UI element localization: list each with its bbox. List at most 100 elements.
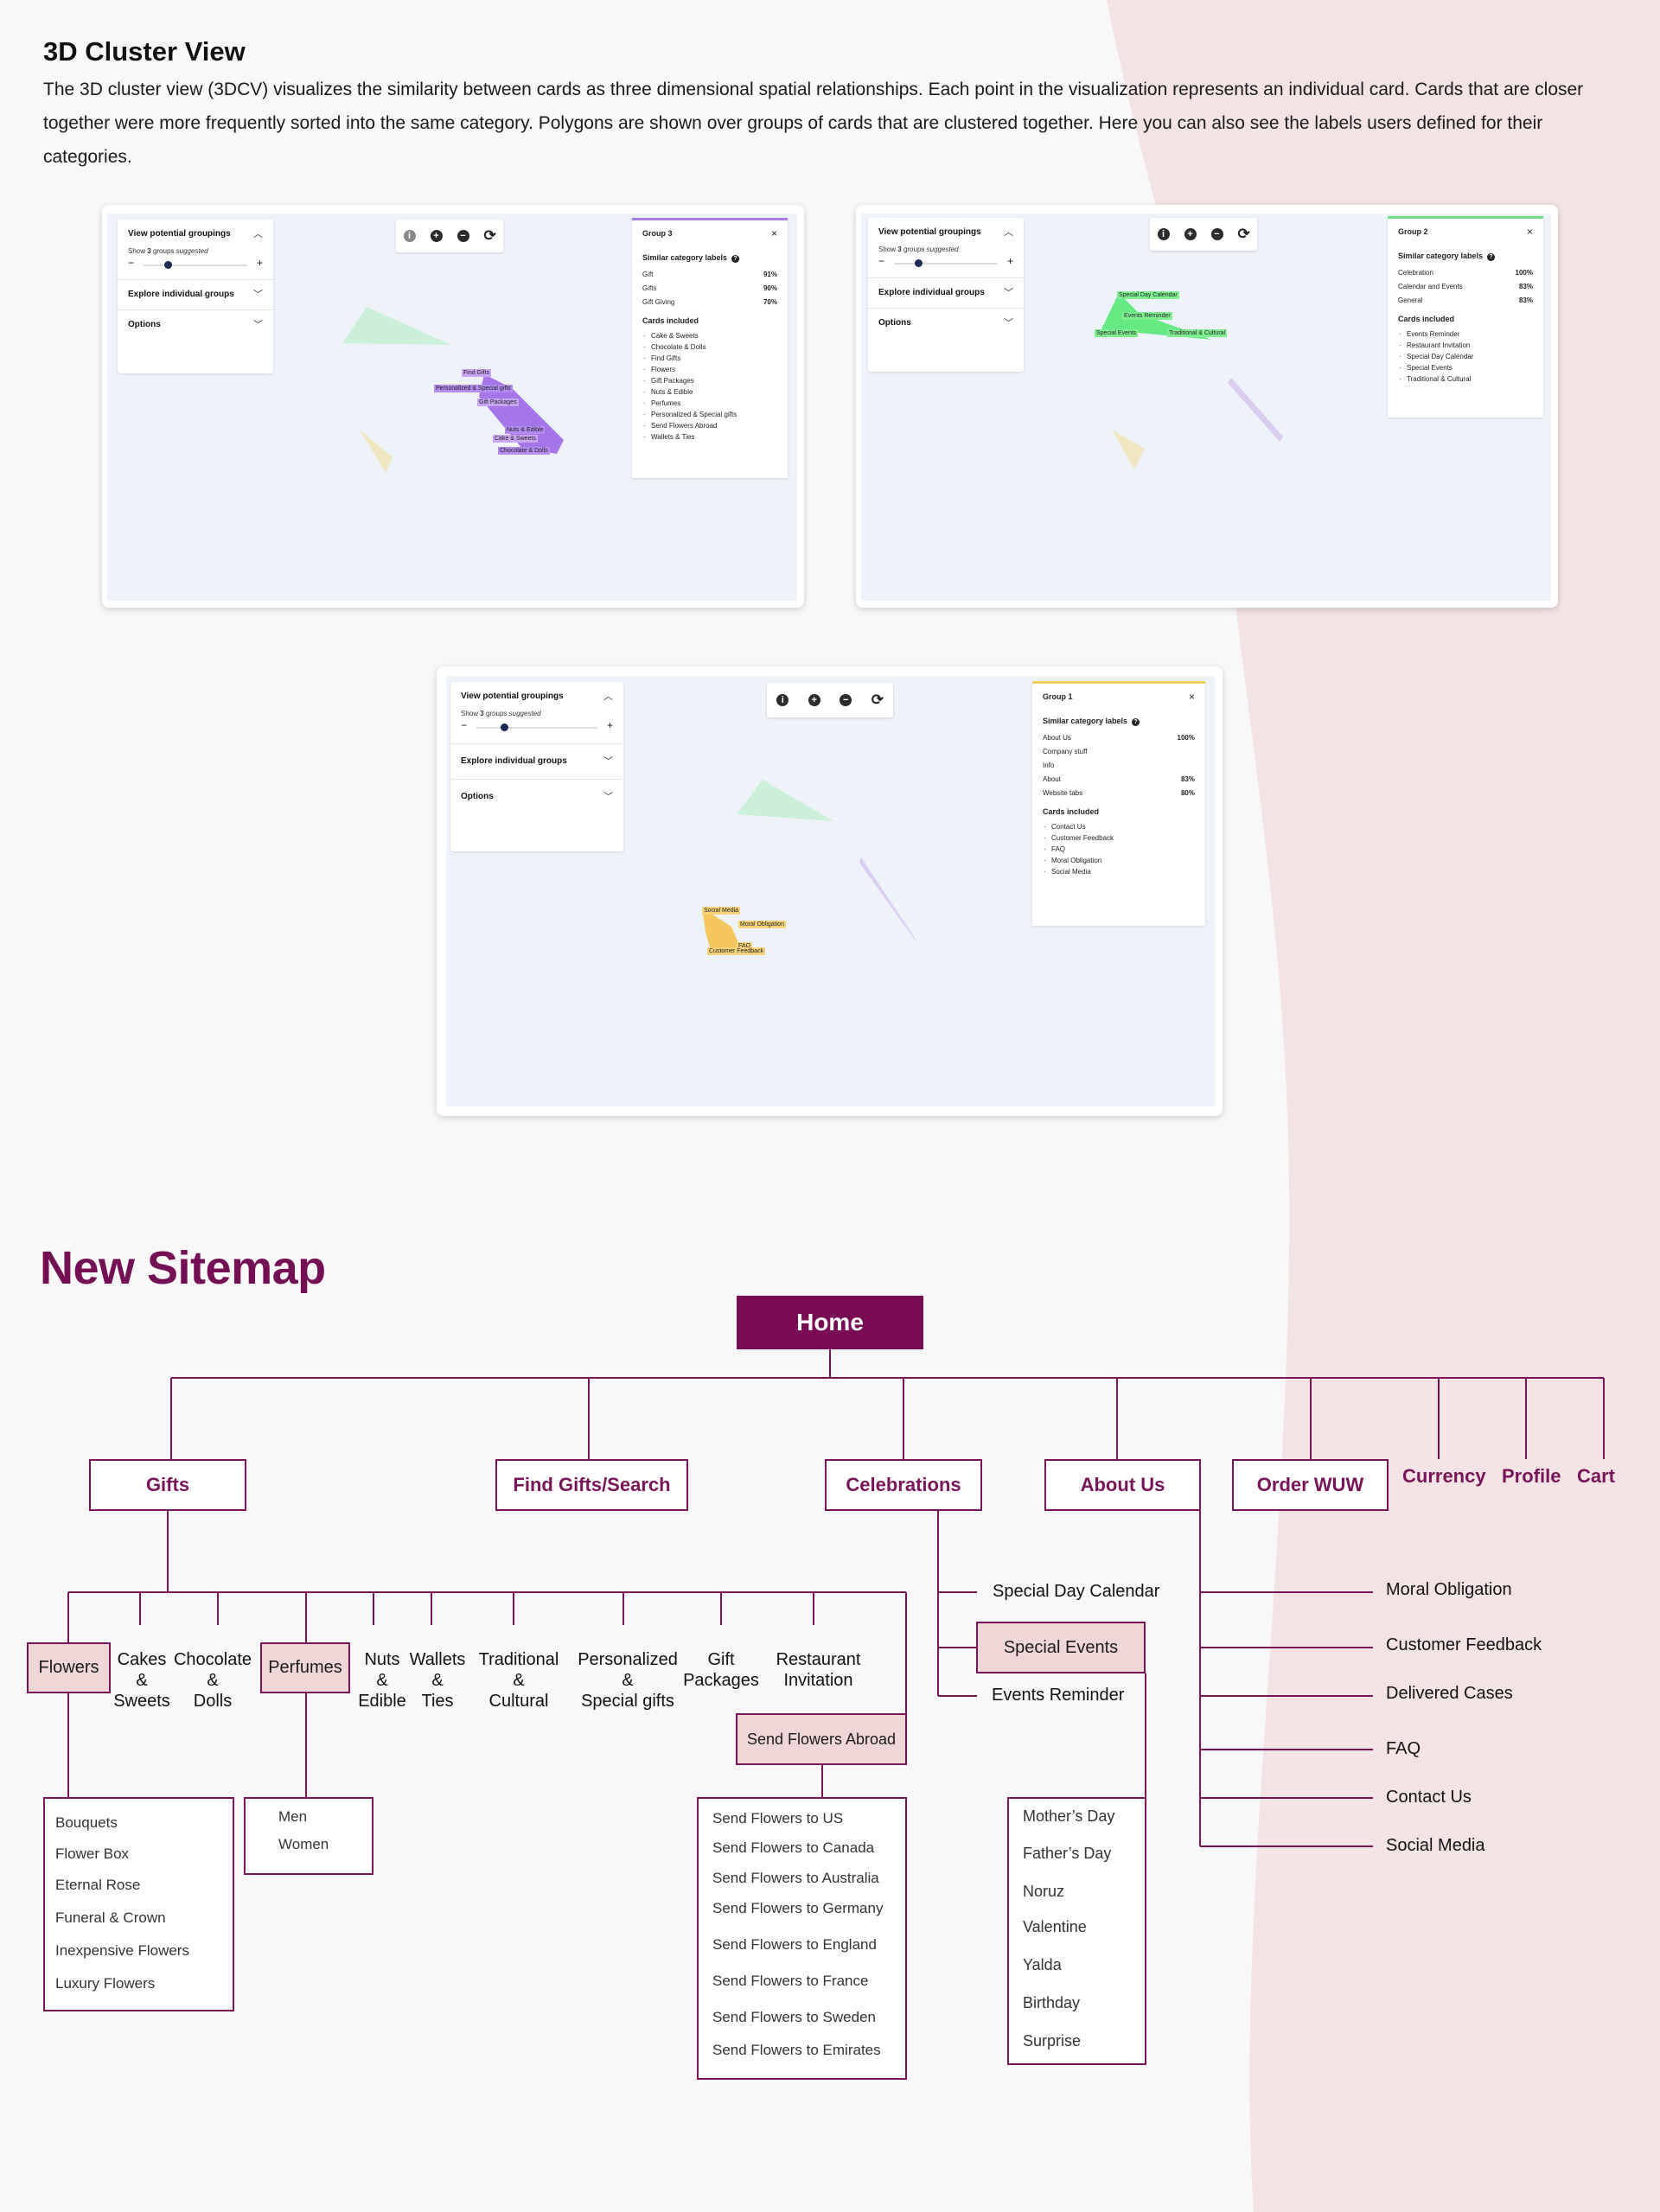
options-header[interactable]: Options	[461, 792, 494, 801]
info-icon[interactable]: i	[776, 694, 789, 706]
view-groupings-header[interactable]: View potential groupings	[128, 229, 231, 239]
list-item[interactable]: Inexpensive Flowers	[55, 1942, 189, 1959]
node-special-day-calendar[interactable]: Special Day Calendar	[993, 1582, 1160, 1601]
list-item[interactable]: Send Flowers to Emirates	[712, 2042, 881, 2058]
explore-groups-header[interactable]: Explore individual groups	[128, 290, 234, 299]
list-item[interactable]: Flower Box	[55, 1845, 130, 1862]
close-icon[interactable]: ×	[770, 227, 777, 239]
options-header[interactable]: Options	[128, 320, 161, 329]
refresh-icon[interactable]: ⟳	[1237, 226, 1250, 242]
link-currency[interactable]: Currency	[1402, 1465, 1486, 1487]
list-item[interactable]: Send Flowers to Germany	[712, 1900, 884, 1916]
plus-icon[interactable]: +	[1006, 255, 1013, 267]
chevron-up-icon[interactable]: ︿	[603, 692, 613, 702]
node-personalized-special[interactable]: Personalized & Special gifts	[578, 1650, 678, 1711]
minus-icon[interactable]: −	[878, 255, 885, 267]
node-send-flowers-abroad[interactable]: Send Flowers Abroad	[736, 1713, 907, 1765]
close-icon[interactable]: ×	[1526, 226, 1533, 238]
list-item[interactable]: Noruz	[1023, 1883, 1065, 1900]
list-item[interactable]: Bouquets	[55, 1814, 118, 1831]
list-item[interactable]: Eternal Rose	[55, 1877, 141, 1893]
zoom-in-icon[interactable]: +	[1184, 228, 1197, 240]
chevron-down-icon[interactable]: ﹀	[253, 320, 263, 330]
node-celebrations[interactable]: Celebrations	[825, 1459, 982, 1511]
node-gifts[interactable]: Gifts	[89, 1459, 246, 1511]
node-moral-obligation[interactable]: Moral Obligation	[1386, 1580, 1512, 1599]
list-item[interactable]: Yalda	[1023, 1956, 1062, 1973]
slider-knob[interactable]	[164, 261, 172, 269]
chevron-down-icon[interactable]: ﹀	[1004, 288, 1013, 298]
list-item[interactable]: Men	[278, 1808, 308, 1825]
node-customer-feedback[interactable]: Customer Feedback	[1386, 1635, 1542, 1654]
node-social-media[interactable]: Social Media	[1386, 1836, 1485, 1855]
link-profile[interactable]: Profile	[1502, 1465, 1561, 1487]
chevron-down-icon[interactable]: ﹀	[603, 756, 613, 767]
node-find-gifts-search[interactable]: Find Gifts/Search	[495, 1459, 688, 1511]
node-order-wuw[interactable]: Order WUW	[1232, 1459, 1389, 1511]
chevron-down-icon[interactable]: ﹀	[253, 290, 263, 300]
node-faq[interactable]: FAQ	[1386, 1739, 1421, 1758]
node-chocolate-dolls[interactable]: Chocolate & Dolls	[173, 1650, 252, 1711]
slider-knob[interactable]	[915, 259, 923, 267]
view-groupings-header[interactable]: View potential groupings	[461, 692, 564, 701]
node-gift-packages[interactable]: Gift Packages	[683, 1650, 759, 1690]
list-item[interactable]: Valentine	[1023, 1918, 1087, 1935]
zoom-in-icon[interactable]: +	[430, 230, 443, 242]
groups-slider[interactable]: − +	[461, 717, 613, 736]
groups-slider[interactable]: − +	[878, 253, 1013, 272]
groups-slider[interactable]: − +	[128, 255, 263, 274]
minus-icon[interactable]: −	[461, 719, 468, 731]
zoom-out-icon[interactable]: −	[1210, 228, 1223, 240]
node-perfumes[interactable]: Perfumes	[260, 1642, 350, 1693]
list-item[interactable]: Birthday	[1023, 1994, 1081, 2011]
node-nuts-edible[interactable]: Nuts & Edible	[358, 1650, 406, 1711]
refresh-icon[interactable]: ⟳	[871, 692, 884, 708]
plus-icon[interactable]: +	[606, 719, 613, 731]
list-item[interactable]: Surprise	[1023, 2032, 1082, 2049]
node-special-events[interactable]: Special Events	[976, 1622, 1146, 1673]
close-icon[interactable]: ×	[1188, 691, 1195, 703]
list-item[interactable]: Send Flowers to Sweden	[712, 2009, 876, 2025]
list-item[interactable]: Women	[278, 1836, 329, 1852]
plus-icon[interactable]: +	[256, 257, 263, 269]
explore-groups-header[interactable]: Explore individual groups	[878, 288, 985, 297]
help-icon[interactable]: ?	[731, 255, 740, 263]
chevron-up-icon[interactable]: ︿	[1004, 227, 1013, 238]
node-cakes-sweets[interactable]: Cakes & Sweets	[113, 1650, 170, 1711]
options-header[interactable]: Options	[878, 318, 911, 328]
node-flowers[interactable]: Flowers	[27, 1642, 111, 1693]
home-node[interactable]: Home	[737, 1296, 923, 1349]
minus-icon[interactable]: −	[128, 257, 135, 269]
list-item[interactable]: Mother’s Day	[1023, 1807, 1115, 1825]
list-item[interactable]: Funeral & Crown	[55, 1909, 166, 1926]
zoom-out-icon[interactable]: −	[456, 230, 469, 242]
list-item[interactable]: Send Flowers to France	[712, 1973, 869, 1989]
list-item[interactable]: Send Flowers to Australia	[712, 1870, 879, 1886]
slider-knob[interactable]	[501, 724, 508, 731]
list-item[interactable]: Send Flowers to England	[712, 1936, 877, 1953]
info-icon[interactable]: i	[403, 230, 416, 242]
chevron-up-icon[interactable]: ︿	[253, 229, 263, 239]
node-traditional-cultural[interactable]: Traditional & Cultural	[478, 1650, 559, 1711]
info-icon[interactable]: i	[1157, 228, 1170, 240]
list-item[interactable]: Send Flowers to Canada	[712, 1839, 875, 1856]
explore-groups-header[interactable]: Explore individual groups	[461, 756, 567, 766]
view-groupings-header[interactable]: View potential groupings	[878, 227, 981, 237]
list-item[interactable]: Send Flowers to US	[712, 1810, 844, 1826]
chevron-down-icon[interactable]: ﹀	[603, 792, 613, 802]
chevron-down-icon[interactable]: ﹀	[1004, 318, 1013, 328]
help-icon[interactable]: ?	[1132, 718, 1140, 726]
zoom-out-icon[interactable]: −	[840, 694, 852, 706]
node-contact-us[interactable]: Contact Us	[1386, 1788, 1472, 1807]
zoom-in-icon[interactable]: +	[808, 694, 820, 706]
node-events-reminder[interactable]: Events Reminder	[992, 1686, 1125, 1705]
node-restaurant-invitation[interactable]: Restaurant Invitation	[776, 1650, 861, 1690]
help-icon[interactable]: ?	[1487, 253, 1496, 261]
list-item[interactable]: Father’s Day	[1023, 1845, 1112, 1862]
node-about-us[interactable]: About Us	[1044, 1459, 1201, 1511]
link-cart[interactable]: Cart	[1577, 1465, 1616, 1487]
node-wallets-ties[interactable]: Wallets & Ties	[409, 1650, 466, 1711]
list-item[interactable]: Luxury Flowers	[55, 1975, 156, 1992]
refresh-icon[interactable]: ⟳	[483, 227, 496, 244]
node-delivered-cases[interactable]: Delivered Cases	[1386, 1684, 1513, 1703]
